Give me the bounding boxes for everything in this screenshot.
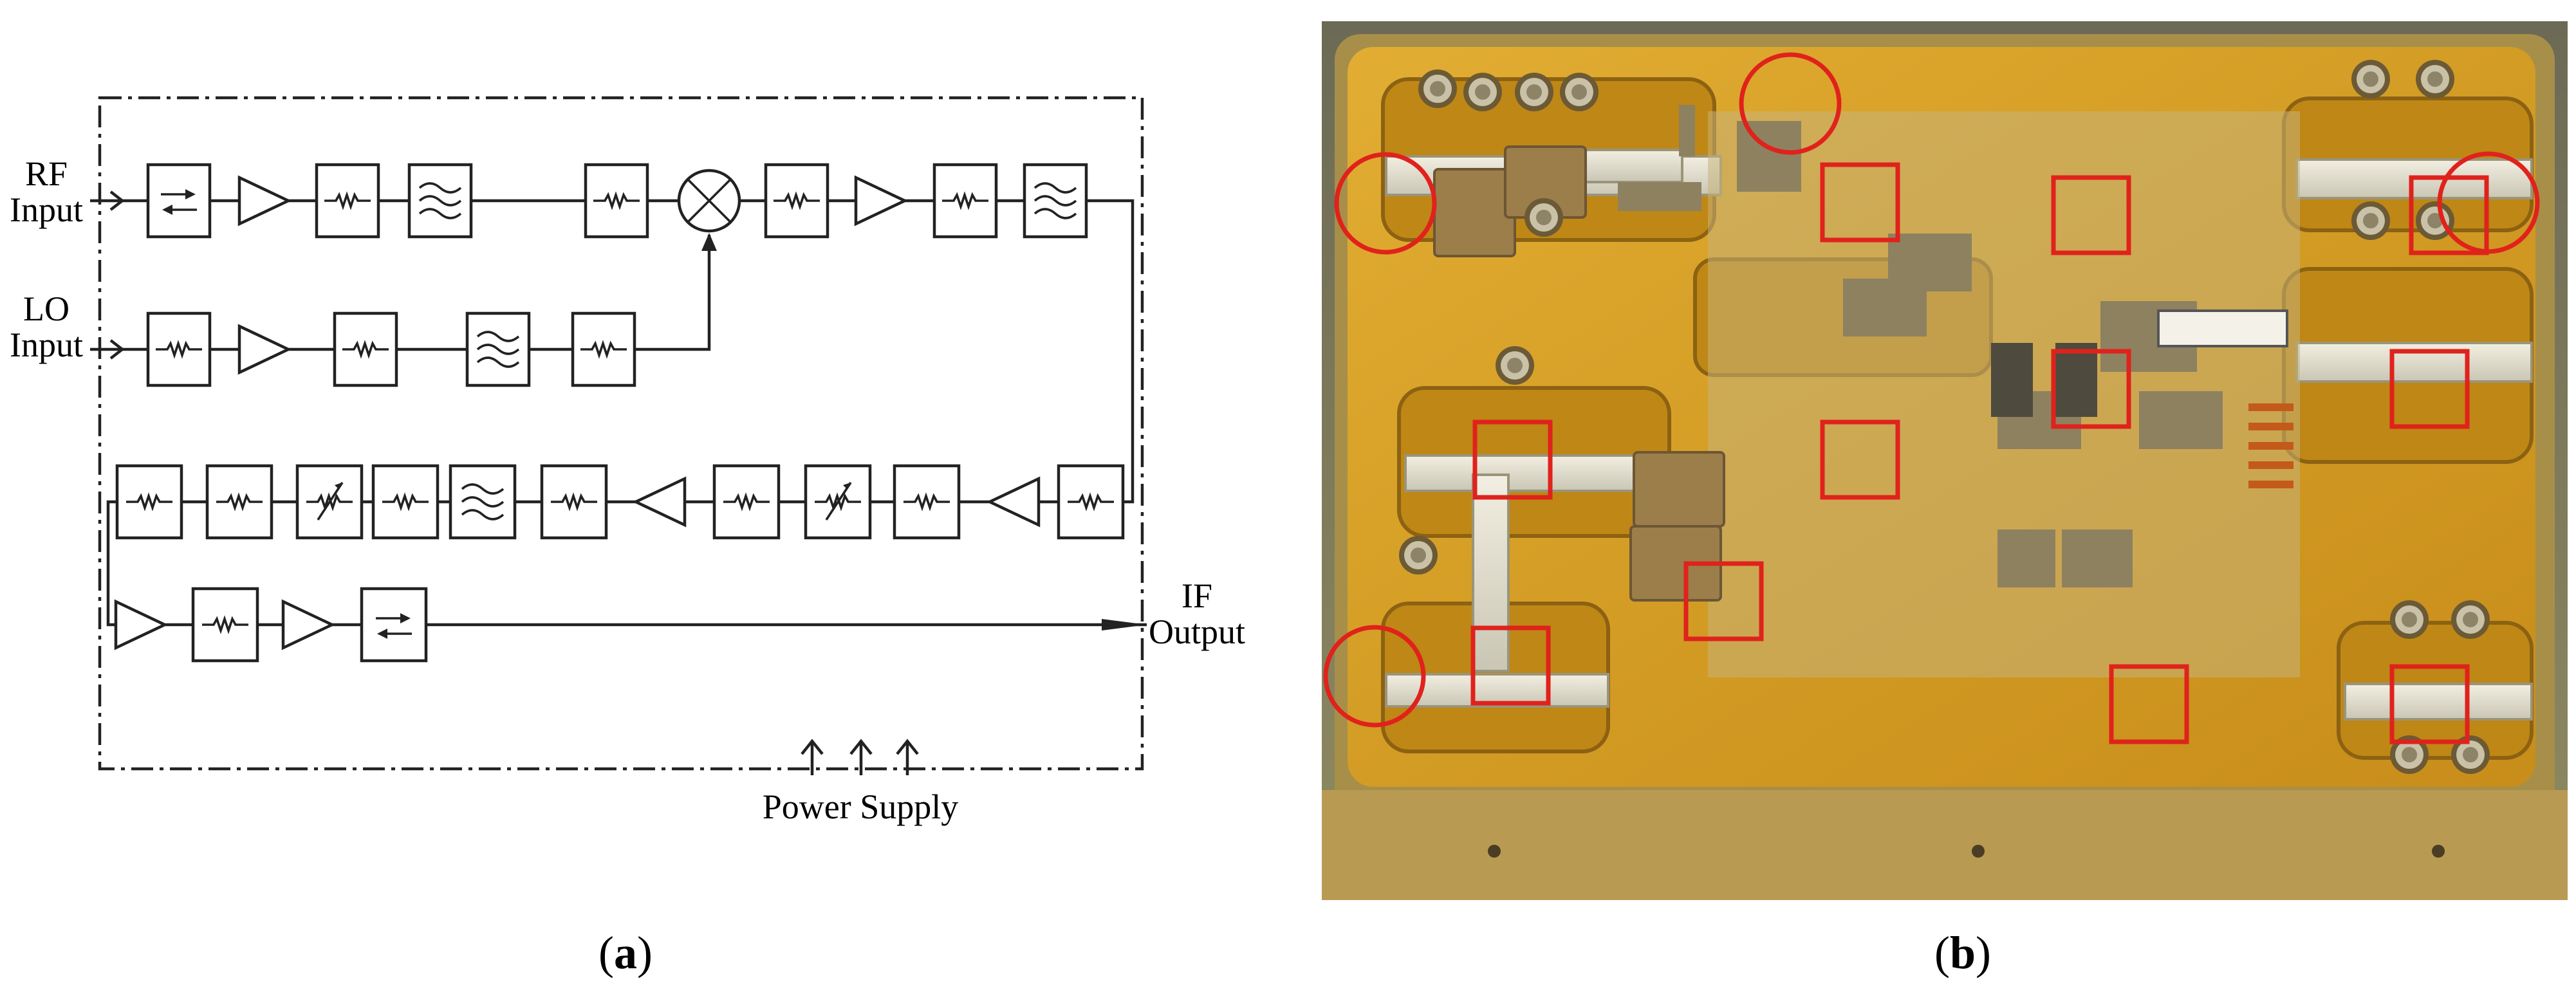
rf-chain [90,163,1135,504]
lo-chain [90,233,717,387]
rf-isolator [146,163,212,239]
if-chain [106,464,1125,627]
lo-input-label: Input [10,326,83,364]
module-photo [1322,21,2568,900]
if-amplifier-1 [854,175,909,226]
highlight-square [2051,175,2131,255]
highlight-square [1820,162,1900,243]
highlight-square [2109,664,2189,744]
if-amplifier-2 [986,476,1041,528]
mixer [677,169,741,233]
if-amplifier-3 [632,476,687,528]
lo-input-label: LO [23,290,69,328]
connector-circles [1323,52,2540,728]
highlight-square [2389,664,2470,744]
panel-b-caption-wrap: (b) [1934,927,1991,979]
lo-amplifier [237,324,292,375]
out-amplifier-2 [281,599,336,650]
block-diagram: RF Input LO Input IF Output Power Supply… [10,96,1245,979]
panel-a-caption: (a) [598,927,653,979]
if-output-label: IF [1181,576,1212,615]
highlight-square [1820,419,1900,500]
output-chain [114,587,1147,663]
highlight-circle [1323,625,1426,728]
out-isolator [360,587,428,663]
highlight-square [1683,561,1764,641]
highlight-square [1472,419,1553,500]
highlight-square [1470,625,1551,706]
power-supply-label: Power Supply [763,787,959,826]
module-enclosure [98,96,1144,771]
power-supply-arrows [801,739,919,775]
highlight-square [2051,349,2131,429]
if-output-label: Output [1149,612,1245,651]
out-amplifier-1 [114,599,169,650]
panel-b-caption: (b) [1934,927,1991,979]
rf-amplifier [237,175,292,226]
rf-input-label: RF [25,154,68,193]
if-filter-2 [449,464,517,540]
highlight-square [2389,349,2470,429]
highlight-square [2409,175,2489,255]
highlight-circle [1739,52,1842,155]
probe-squares [1470,162,2489,744]
highlight-circle [1334,152,1437,255]
rf-input-label: Input [10,190,83,229]
